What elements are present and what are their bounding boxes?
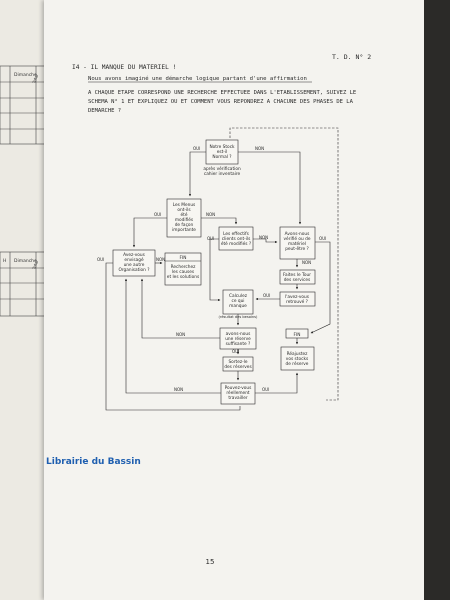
fin-box-text-2: Recherchez <box>171 264 197 270</box>
avons-text-4: peut-être ? <box>285 245 309 252</box>
label-oui-1: OUI <box>193 146 200 151</box>
watermark: Librairie du Bassin <box>46 457 141 467</box>
pouvez-text-3: travailler <box>228 395 247 401</box>
dashed-loop-top <box>229 127 248 138</box>
node-menus <box>166 198 202 238</box>
menus-text-2: ont-ils <box>177 207 191 213</box>
envisage-text-4: Organisation ? <box>118 267 149 273</box>
fin-box-text-1: FIN <box>180 255 187 261</box>
node-envisage <box>112 249 156 277</box>
fin-box-text-3: les causes <box>172 269 195 275</box>
section-subtitle: Nous avons imaginé une démarche logique … <box>88 75 307 82</box>
left-header-dimanche: Dimanche <box>14 72 37 78</box>
reserve-text-3: suffisante ? <box>226 341 251 347</box>
reserve-text-2: une réserve <box>225 335 251 342</box>
sortez-text-2: des réserves <box>224 363 252 370</box>
calculez-text-1: Calculez <box>229 293 248 299</box>
apres-text-1: après vérification <box>203 165 241 172</box>
page-edge <box>424 0 450 600</box>
label-non-7: NON <box>174 387 183 392</box>
left-header-dimanche-2: Dimanche <box>14 258 37 264</box>
calculez-note: (résultat des besoins) <box>219 315 259 319</box>
label-oui-4: OUI <box>319 236 326 241</box>
flowchart <box>105 127 339 411</box>
left-header-h: H <box>3 258 6 264</box>
node-effectifs <box>218 226 254 251</box>
td-label: T. D. N° 2 <box>332 53 371 61</box>
calculez-text-2: ce qui <box>231 298 244 304</box>
fin2-text: FIN <box>294 332 301 338</box>
stock-text-3: Normal ? <box>212 154 231 160</box>
left-header-total: Total <box>31 74 39 85</box>
node-avons-verifie <box>279 226 316 260</box>
avons-text-3: matériel <box>288 240 306 247</box>
node-reajustez <box>280 346 315 371</box>
label-non-5: NON <box>156 257 165 262</box>
stock-text-2: est-il <box>217 149 228 155</box>
label-oui-7: OUI <box>232 349 239 354</box>
effectifs-text-1: Les effectifs <box>223 231 250 237</box>
menus-text-3: été <box>181 211 188 218</box>
reajustez-text-3: de réserve <box>286 360 309 367</box>
stock-text-1: Notre Stock <box>209 144 235 150</box>
instruction-line-2: SCHEMA N° 1 ET EXPLIQUEZ OU ET COMMENT V… <box>88 99 354 105</box>
node-fin-box <box>164 252 202 286</box>
dashed-loop <box>248 127 339 401</box>
reajustez-text-1: Réajustez <box>287 350 309 357</box>
envisage-text-1: Avez-vous <box>123 252 145 258</box>
label-oui-6: OUI <box>263 293 270 298</box>
label-oui-5: OUI <box>97 257 104 262</box>
faites-text-2: des services <box>284 277 311 283</box>
node-pouvez <box>220 382 256 405</box>
page-number: 15 <box>206 558 215 566</box>
envisage-text-3: une autre <box>124 262 145 268</box>
reajustez-text-2: vos stocks <box>286 356 309 362</box>
menus-text-5: de façon <box>175 222 194 228</box>
calculez-text-3: manque <box>229 304 247 309</box>
label-non-6: NON <box>176 332 185 337</box>
instruction-line-3: DEMARCHE ? <box>88 108 121 114</box>
menus-text-6: importante <box>172 227 196 233</box>
left-header-total-2: Total <box>31 260 39 271</box>
menus-text-1: Les Menus <box>173 202 196 208</box>
reserve-text-1: avons-nous <box>226 332 251 337</box>
label-non-1: NON <box>255 146 264 151</box>
label-non-3: NON <box>259 235 268 240</box>
label-oui-3: OUI <box>207 236 214 241</box>
label-oui-8: OUI <box>262 387 269 392</box>
avons-text-2: vérifié ou de <box>284 235 311 242</box>
pouvez-text-2: réellement <box>226 389 250 396</box>
sortez-text-1: Sortez-le <box>228 359 247 365</box>
retrouve-text-1: l'avez-vous <box>285 294 310 300</box>
faites-text-1: Faites le Tour <box>283 272 311 278</box>
pouvez-text-1: Pouvez-vous <box>225 385 253 391</box>
effectifs-text-3: été modifiés ? <box>221 240 251 247</box>
menus-text-4: modifiés <box>175 216 194 223</box>
apres-text-2: cahier inventaire <box>204 171 241 177</box>
avons-text-1: Avons-nous <box>285 231 310 237</box>
label-oui-2: OUI <box>154 212 161 217</box>
fin-box-text-4: et les solutions <box>167 274 200 280</box>
instruction-line-1: A CHAQUE ETAPE CORRESPOND UNE RECHERCHE … <box>88 90 356 96</box>
section-title: I4 - IL MANQUE DU MATERIEL ! <box>72 64 176 71</box>
envisage-text-2: envisagé <box>124 256 144 263</box>
node-faites <box>279 269 316 285</box>
retrouve-text-2: retrouvé ? <box>286 298 308 305</box>
node-calculez <box>222 289 254 315</box>
label-non-4: NON <box>302 260 311 265</box>
effectifs-text-2: clients ont-ils <box>222 236 251 242</box>
label-non-2: NON <box>206 212 215 217</box>
